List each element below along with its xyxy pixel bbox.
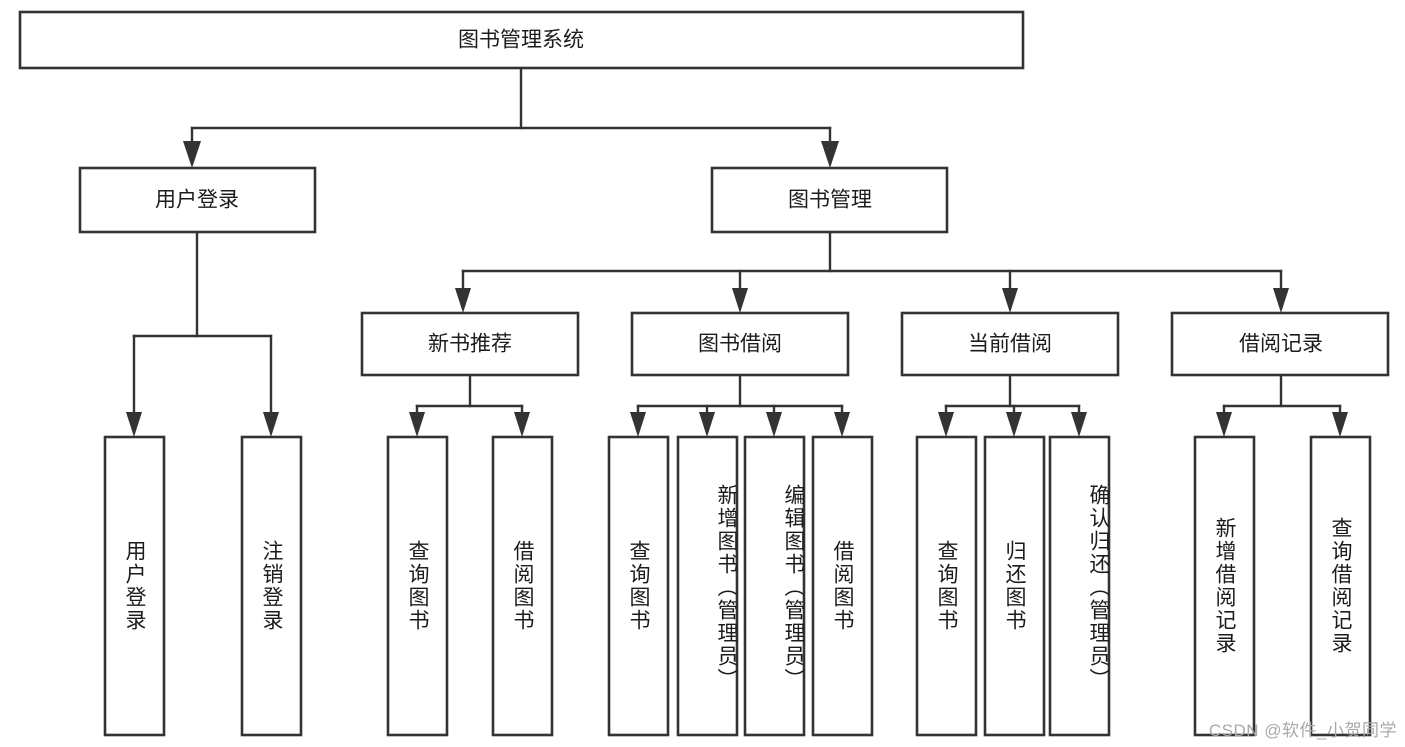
arrow-head-book-mgmt <box>821 141 839 168</box>
connectors-currentborrow-to-leaves <box>938 373 1087 437</box>
connectors-newbook-to-leaves <box>409 373 530 437</box>
leaf-box-borrowrecord-add[interactable] <box>1193 435 1256 737</box>
arrow-head-borrow-record <box>1273 288 1289 313</box>
node-borrow-record[interactable]: 借阅记录 <box>1170 311 1390 377</box>
connectors-bookborrow-to-leaves <box>630 373 850 437</box>
leaf-box-bookborrow-add[interactable] <box>676 435 739 737</box>
arrow-head-currentborrow-leaf1 <box>938 412 954 437</box>
arrow-head-newbook-leaf1 <box>409 412 425 437</box>
leaf-box-newbook-query[interactable] <box>386 435 449 737</box>
leaf-box-currentborrow-confirm[interactable] <box>1048 435 1111 737</box>
node-borrow-record-box[interactable] <box>1170 311 1390 377</box>
leaf-box-newbook-borrow[interactable] <box>491 435 554 737</box>
leaf-box-bookborrow-query[interactable] <box>607 435 670 737</box>
node-book-management[interactable]: 图书管理 <box>710 166 949 234</box>
leaf-box-borrowrecord-query[interactable] <box>1309 435 1372 737</box>
node-new-book-recommend[interactable]: 新书推荐 <box>360 311 580 377</box>
arrow-head-bookborrow-leaf3 <box>766 412 782 437</box>
leaf-boxes <box>103 435 1372 737</box>
leaf-box-user-login[interactable] <box>103 435 166 737</box>
leaf-box-currentborrow-return[interactable] <box>983 435 1046 737</box>
watermark-text: CSDN @软件_小贺同学 <box>1208 721 1397 740</box>
node-root[interactable]: 图书管理系统 <box>18 10 1025 70</box>
leaf-box-bookborrow-lend[interactable] <box>811 435 874 737</box>
arrow-head-leaf-user-login <box>126 412 142 437</box>
node-current-borrow-label: 当前借阅 <box>968 333 1052 356</box>
arrow-head-book-borrow <box>732 288 748 313</box>
arrow-head-new-book <box>455 288 471 313</box>
leaf-box-currentborrow-query[interactable] <box>915 435 978 737</box>
leaf-box-logout[interactable] <box>240 435 303 737</box>
node-new-book-recommend-box[interactable] <box>360 311 580 377</box>
node-user-login-box[interactable] <box>78 166 317 234</box>
arrow-head-bookborrow-leaf1 <box>630 412 646 437</box>
node-current-borrow-box[interactable] <box>900 311 1120 377</box>
node-book-borrow[interactable]: 图书借阅 <box>630 311 850 377</box>
connectors-bookmgmt-to-level2 <box>455 230 1289 313</box>
connectors-userlogin-to-leaves <box>126 230 279 437</box>
arrow-head-bookborrow-leaf4 <box>834 412 850 437</box>
arrow-head-leaf-logout <box>263 412 279 437</box>
arrow-head-currentborrow-leaf3 <box>1071 412 1087 437</box>
connectors-borrowrecord-to-leaves <box>1216 373 1348 437</box>
node-user-login[interactable]: 用户登录 <box>78 166 317 234</box>
node-book-borrow-box[interactable] <box>630 311 850 377</box>
arrow-head-bookborrow-leaf2 <box>699 412 715 437</box>
arrow-head-borrowrecord-leaf2 <box>1332 412 1348 437</box>
arrow-head-newbook-leaf2 <box>514 412 530 437</box>
connectors-root-to-level1 <box>183 66 839 168</box>
node-root-label: 图书管理系统 <box>458 29 584 52</box>
node-current-borrow[interactable]: 当前借阅 <box>900 311 1120 377</box>
arrow-head-currentborrow-leaf2 <box>1006 412 1022 437</box>
arrow-head-user-login <box>183 141 201 168</box>
leaf-box-bookborrow-edit[interactable] <box>743 435 806 737</box>
node-root-box[interactable] <box>18 10 1025 70</box>
node-new-book-recommend-label: 新书推荐 <box>428 333 512 356</box>
node-borrow-record-label: 借阅记录 <box>1239 333 1323 356</box>
node-book-borrow-label: 图书借阅 <box>698 333 782 356</box>
arrow-head-borrowrecord-leaf1 <box>1216 412 1232 437</box>
node-user-login-label: 用户登录 <box>155 189 239 212</box>
node-book-management-label: 图书管理 <box>788 189 872 212</box>
arrow-head-current-borrow <box>1002 288 1018 313</box>
node-book-management-box[interactable] <box>710 166 949 234</box>
